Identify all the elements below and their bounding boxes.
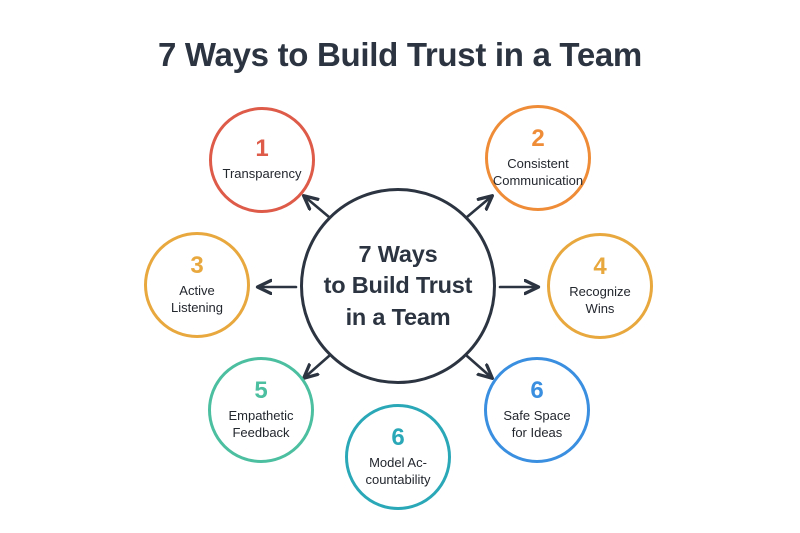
center-hub-line-3: in a Team	[345, 303, 451, 330]
node-label-line: Transparency	[222, 166, 302, 182]
center-hub-line-2: to Build Trust	[323, 272, 473, 299]
node-label-line: Active	[179, 282, 215, 298]
node-active-listening[interactable]: 3 Active Listening	[144, 232, 250, 338]
center-hub-text: 7 Ways to Build Trust in a Team	[324, 239, 473, 333]
node-number: 1	[255, 135, 269, 163]
node-number: 5	[254, 376, 268, 404]
node-number: 2	[531, 124, 545, 152]
node-label-line: countability	[365, 471, 431, 487]
node-label: Transparency	[214, 166, 310, 183]
node-label-line: for Ideas	[511, 424, 563, 440]
node-number: 6	[391, 423, 405, 451]
node-label: Active Listening	[149, 283, 245, 316]
center-hub[interactable]: 7 Ways to Build Trust in a Team	[300, 188, 496, 384]
node-label: Safe Space for Ideas	[489, 408, 585, 441]
node-number: 6	[530, 376, 544, 404]
node-number: 3	[190, 251, 204, 279]
node-transparency[interactable]: 1 Transparency	[209, 107, 315, 213]
arrow-up-left	[304, 196, 331, 219]
node-label: Empathetic Feedback	[213, 408, 309, 441]
node-safe-space-for-ideas[interactable]: 6 Safe Space for Ideas	[484, 357, 590, 463]
node-label-line: Wins	[585, 300, 615, 316]
center-hub-line-1: 7 Ways	[358, 241, 438, 268]
node-label-line: Empathetic	[228, 407, 294, 423]
arrow-down-right	[465, 354, 492, 378]
arrow-down-left	[304, 354, 331, 378]
node-label-line: Communication	[492, 172, 584, 188]
node-label-line: Recognize	[569, 283, 631, 299]
node-label-line: Model Ac-	[369, 454, 427, 470]
node-label: Consistent Communication	[490, 156, 586, 189]
node-model-accountability[interactable]: 6 Model Ac- countability	[345, 404, 451, 510]
node-number: 4	[593, 252, 607, 280]
node-label-line: Safe Space	[503, 407, 571, 423]
node-recognize-wins[interactable]: 4 Recognize Wins	[547, 233, 653, 339]
page-title: 7 Ways to Build Trust in a Team	[158, 36, 642, 73]
node-label: Recognize Wins	[552, 284, 648, 317]
node-label: Model Ac- countability	[350, 455, 446, 488]
arrow-up-right	[465, 196, 492, 219]
node-empathetic-feedback[interactable]: 5 Empathetic Feedback	[208, 357, 314, 463]
node-label-line: Consistent	[507, 155, 569, 171]
node-label-line: Listening	[170, 299, 224, 315]
node-consistent-communication[interactable]: 2 Consistent Communication	[485, 105, 591, 211]
node-label-line: Feedback	[232, 424, 290, 440]
